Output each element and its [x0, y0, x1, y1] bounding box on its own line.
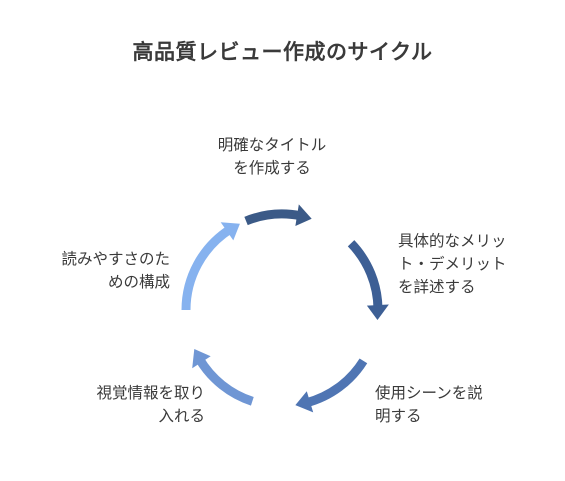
step-5-label: 読みやすさのた めの構成 [20, 248, 170, 294]
step-5-line-2: めの構成 [107, 273, 170, 291]
cycle-arc-5 [181, 225, 233, 311]
step-3-line-1: 使用シーンを説 [375, 384, 483, 402]
step-4-label: 視覚情報を取り 入れる [60, 382, 205, 428]
step-5-line-1: 読みやすさのた [61, 250, 170, 268]
step-3-line-2: 明する [375, 407, 422, 425]
step-1-label: 明確なタイトル を作成する [192, 134, 352, 180]
cycle-arc-2 [347, 240, 383, 309]
diagram-title: 高品質レビュー作成のサイクル [132, 40, 433, 64]
cycle-arrowhead-1 [295, 204, 312, 227]
step-2-line-1: 具体的なメリッ [398, 232, 507, 250]
cycle-arrowhead-2 [366, 304, 389, 321]
cycle-arrowhead-4 [192, 349, 211, 369]
step-4-line-1: 視覚情報を取り [96, 384, 205, 402]
cycle-arrowhead-5 [220, 222, 240, 241]
step-2-line-2: ト・デメリット [398, 255, 507, 273]
step-2-line-3: を詳述する [398, 278, 476, 296]
cycle-arc-3 [305, 358, 368, 408]
step-3-label: 使用シーンを説 明する [375, 382, 483, 428]
cycle-arc-1 [244, 209, 302, 226]
step-2-label: 具体的なメリッ ト・デメリット を詳述する [398, 230, 507, 299]
step-4-line-2: 入れる [158, 407, 205, 425]
step-1-line-2: を作成する [233, 159, 311, 177]
step-1-line-1: 明確なタイトル [217, 136, 327, 154]
cycle-arc-4 [195, 356, 254, 406]
cycle-arrowhead-3 [295, 391, 314, 413]
